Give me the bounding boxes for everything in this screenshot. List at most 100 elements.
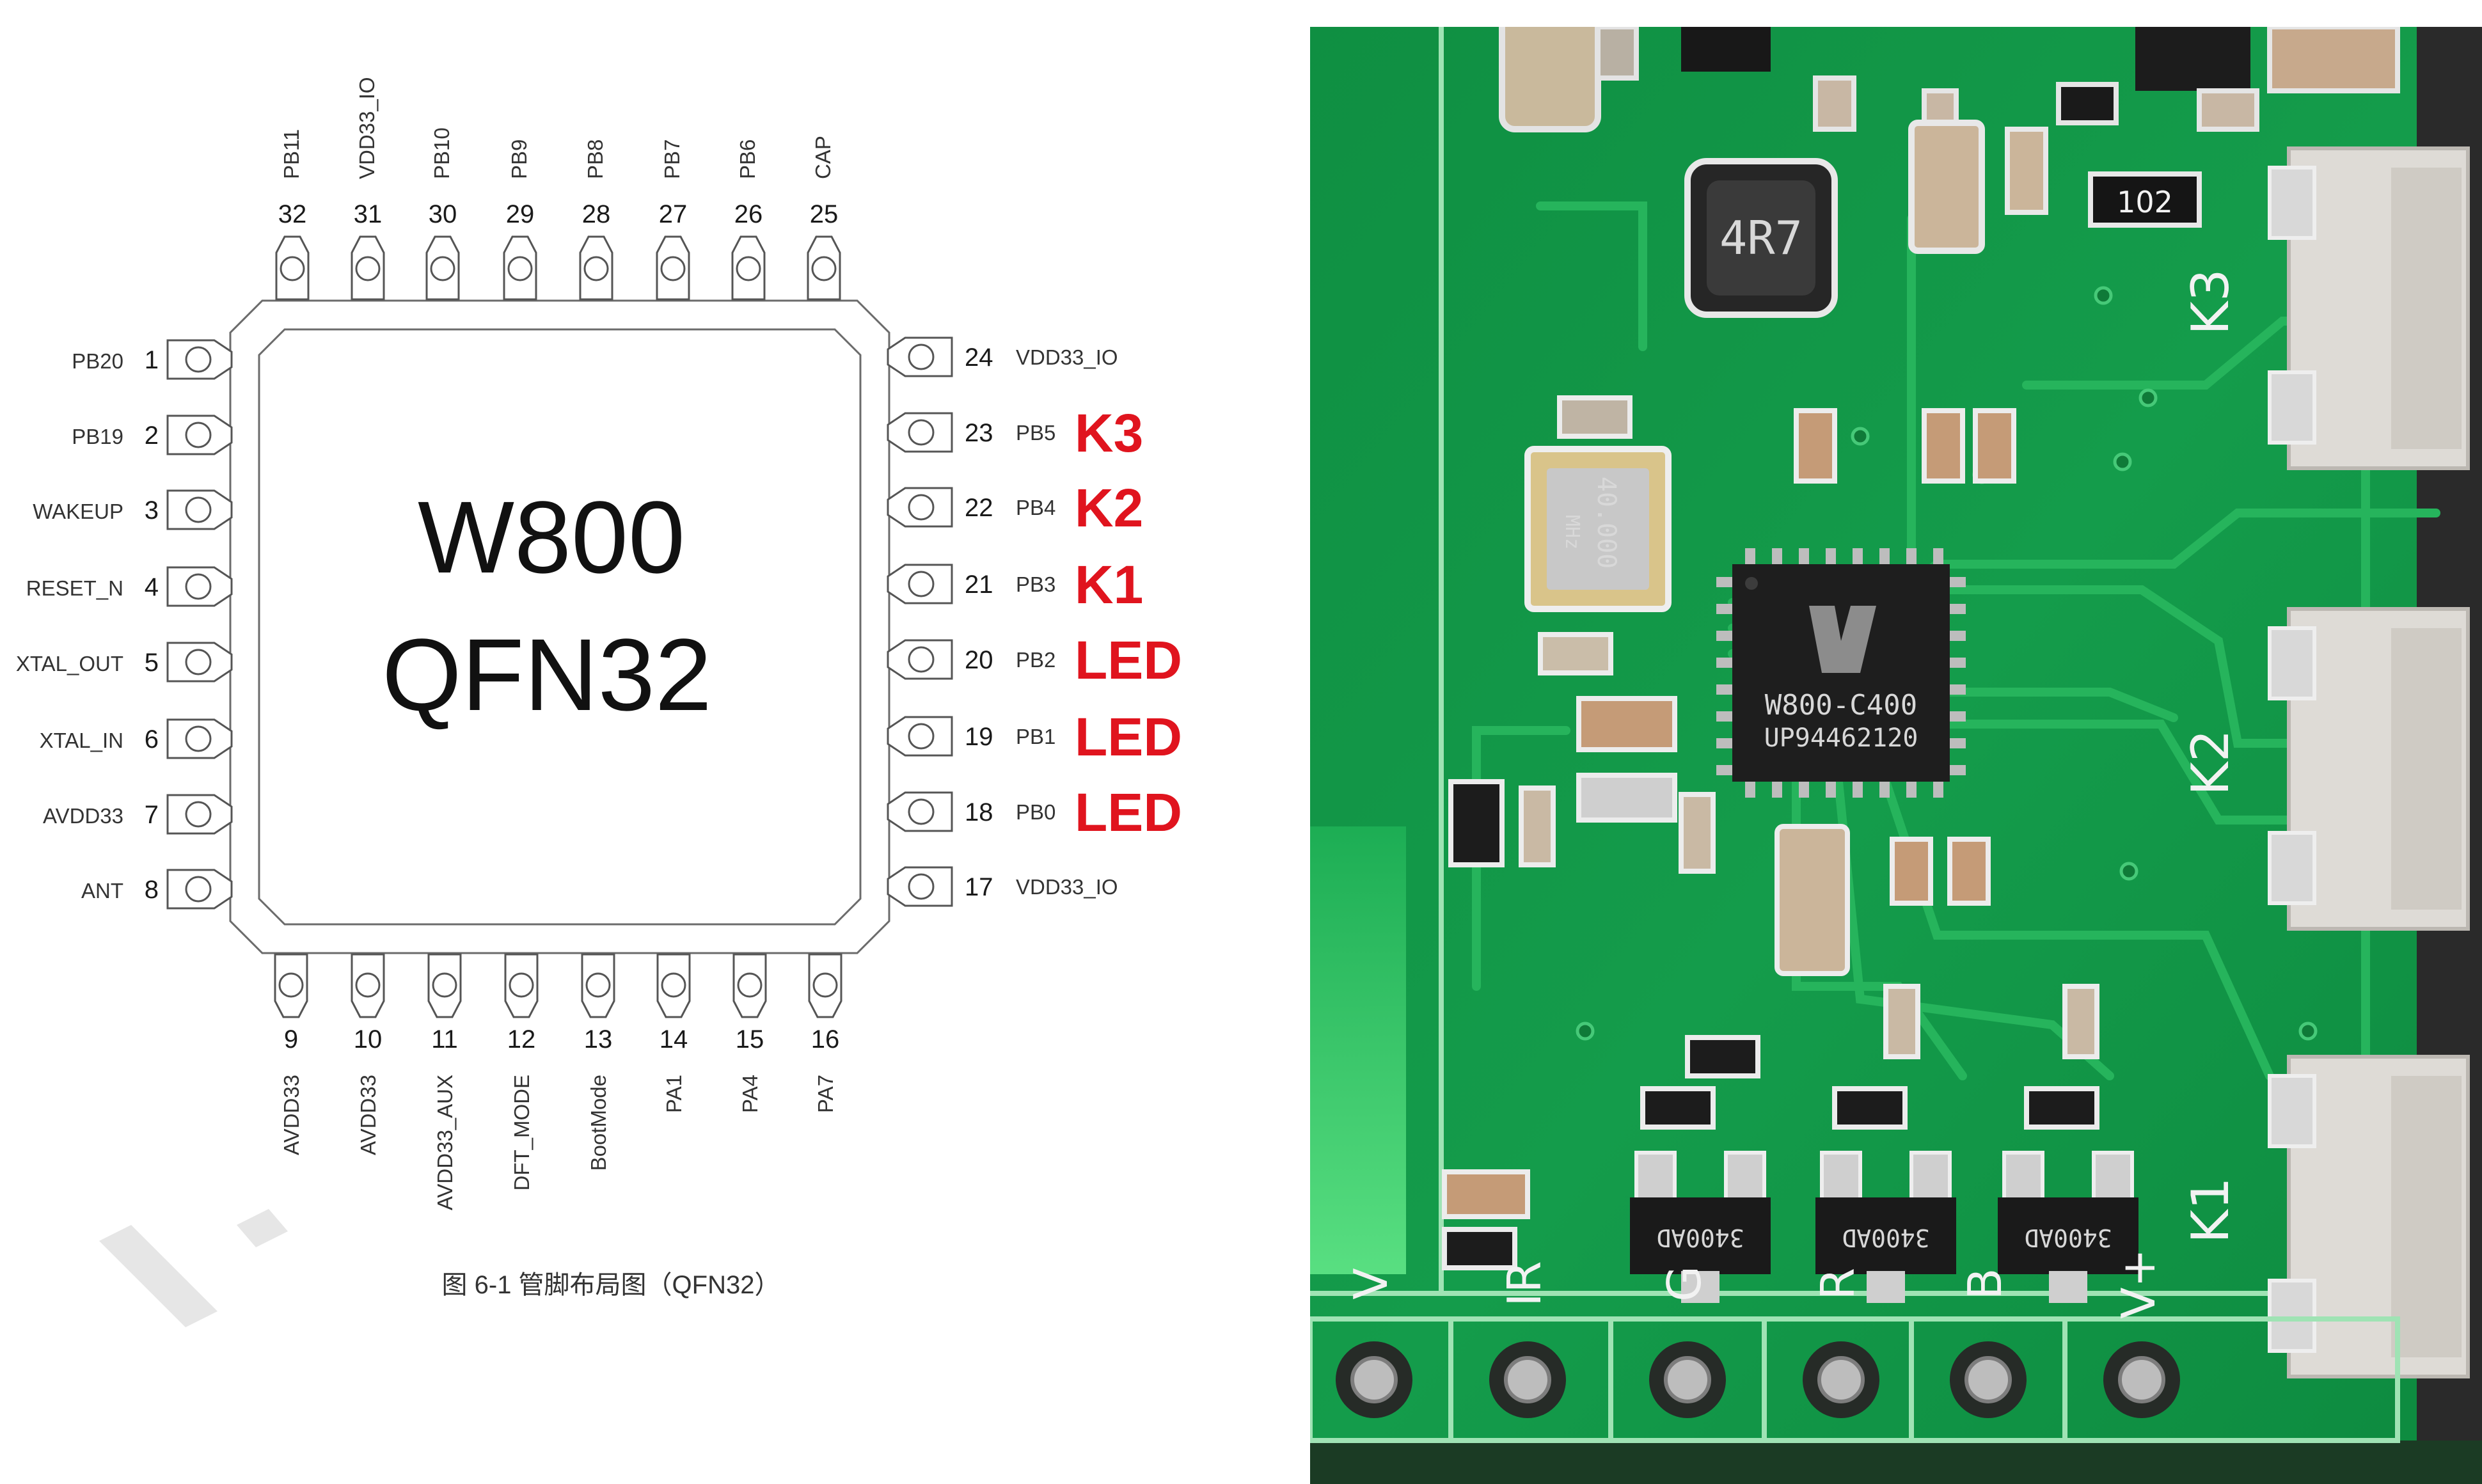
pin-pad-hole (661, 972, 686, 998)
pin-pad (351, 235, 385, 301)
bottom-edge (1310, 1441, 2482, 1484)
pin-number: 32 (278, 200, 307, 228)
header-label: B (1958, 1268, 2012, 1299)
ic-pins (1716, 548, 1966, 798)
pin-label: WAKEUP (33, 500, 123, 523)
pin-number: 14 (660, 1025, 688, 1054)
pin-pad-hole (185, 876, 212, 903)
pin-pad-hole (185, 496, 212, 523)
pin-number: 16 (811, 1025, 840, 1054)
pin-label: PB10 (430, 127, 454, 179)
pin-pad (427, 953, 462, 1018)
tact-switch: K2 (2181, 607, 2470, 931)
pin-pad-hole (737, 972, 763, 998)
pin-pad (887, 412, 953, 453)
pin-label: AVDD33 (280, 1075, 303, 1155)
pin-number: 20 (965, 646, 993, 674)
pin-pad (579, 235, 613, 301)
pin-label: RESET_N (26, 576, 123, 600)
pin-pad-hole (908, 646, 935, 673)
pin-number: 9 (284, 1025, 298, 1054)
pin-pad-hole (430, 256, 455, 281)
header-pin: V+ (2062, 1249, 2180, 1441)
pin-label: PB5 (1016, 421, 1055, 445)
inductor: 4R7 (1684, 158, 1838, 318)
watermark-2 (237, 1209, 288, 1247)
pin-label: PB1 (1016, 725, 1055, 748)
pin-label: ANT (81, 879, 123, 903)
pin-pad (351, 953, 385, 1018)
pin-pad-hole (507, 256, 533, 281)
pin-number: 23 (965, 419, 993, 447)
chip-package: QFN32 (382, 617, 712, 732)
crystal-unit: MHz (1561, 515, 1583, 549)
figure-caption: 图 6-1 管脚布局图（QFN32） (442, 1271, 780, 1299)
pin-label: PA7 (814, 1075, 837, 1113)
button-label: K1 (2181, 1177, 2240, 1243)
pin-number: 10 (354, 1025, 383, 1054)
header-label: R (1811, 1268, 1865, 1300)
pin-pad-hole (908, 494, 935, 521)
pin-number: 6 (145, 725, 159, 754)
pin-number: 1 (145, 346, 159, 374)
pin-annotation: K1 (1075, 555, 1143, 615)
pin-pad-hole (280, 256, 305, 281)
pin-number: 4 (145, 573, 159, 601)
pin-number: 19 (965, 723, 993, 751)
pin-number: 21 (965, 571, 993, 599)
header-label: V+ (2112, 1249, 2165, 1319)
pin-pad-hole (908, 343, 935, 370)
transistor: 3400AD (1998, 1151, 2138, 1303)
pin-pad (166, 869, 233, 910)
header-pin: V (1336, 1268, 1412, 1418)
pin-label: VDD33_IO (1016, 875, 1118, 899)
pin-label: PB9 (507, 139, 531, 179)
pin-pad (504, 953, 539, 1018)
chip-name: W800 (418, 480, 685, 594)
header-pin: G (1608, 1266, 1726, 1441)
pin-pad (166, 489, 233, 530)
pin-label: PB20 (72, 349, 123, 373)
ic-marking-2: UP94462120 (1764, 723, 1918, 753)
pin-label: XTAL_OUT (16, 652, 123, 675)
watermark (99, 1225, 217, 1327)
tact-switch: K1 (2181, 1055, 2470, 1378)
pin-label: VDD33_IO (1016, 345, 1118, 369)
transistor-marking: 3400AD (2024, 1224, 2112, 1252)
pin-number: 12 (507, 1025, 536, 1054)
transistor-marking: 3400AD (1656, 1224, 1744, 1252)
pin-label: VDD33_IO (355, 77, 379, 179)
pin-pad-hole (432, 972, 457, 998)
passives (1442, 395, 2099, 1270)
pin-label: PB19 (72, 425, 123, 448)
pin-number: 2 (145, 422, 159, 450)
pin-pad (425, 235, 460, 301)
pin-number: 25 (810, 200, 839, 228)
pin-pad (275, 235, 310, 301)
pin-pad (166, 642, 233, 683)
pin-pad-hole (355, 256, 381, 281)
pin-label: BootMode (587, 1075, 610, 1171)
pin-annotation: K2 (1075, 478, 1143, 538)
pin-label: AVDD33 (43, 804, 123, 828)
pin-pad (166, 414, 233, 455)
pin-number: 18 (965, 798, 993, 826)
pins-bottom: 9AVDD3310AVDD3311AVDD33_AUX12DFT_MODE13B… (274, 953, 842, 1210)
pin-pad (807, 235, 841, 301)
pin-pad (887, 716, 953, 757)
pin-label: PB11 (280, 129, 303, 179)
pin-pad-hole (908, 419, 935, 446)
transistor-marking: 3400AD (1842, 1224, 1929, 1252)
pin-pad (166, 339, 233, 380)
header-pin: B (1909, 1268, 2027, 1441)
pinout-diagram: W800 QFN32 32PB1131VDD33_IO30PB1029PB928… (16, 77, 1182, 1327)
pin-label: PA1 (662, 1075, 686, 1113)
button-label: K2 (2181, 729, 2240, 795)
transistor: 3400AD (1630, 1151, 1771, 1303)
pin-number: 24 (965, 343, 993, 372)
pin-pad-hole (811, 256, 837, 281)
pin-number: 17 (965, 873, 993, 901)
tact-switch: K3 (2181, 146, 2470, 470)
